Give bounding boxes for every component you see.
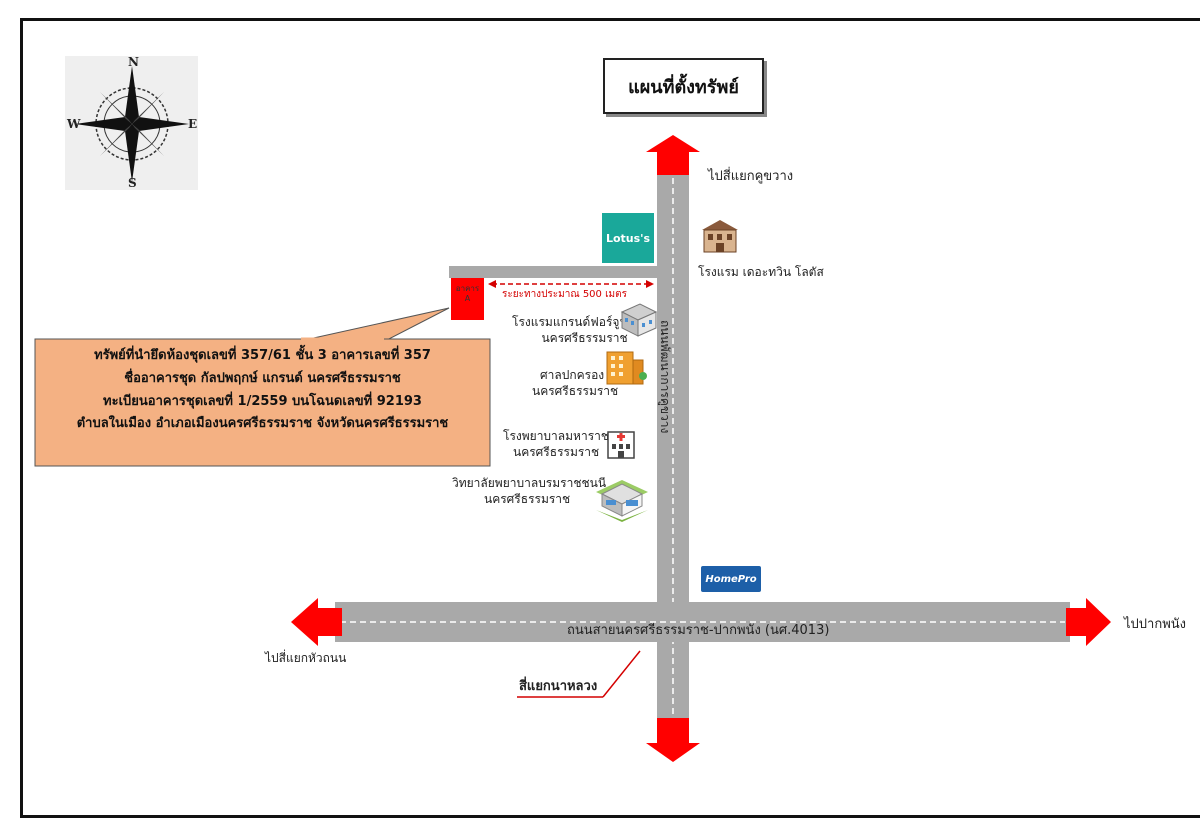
label-court: ศาลปกครอง นครศรีธรรมราช: [532, 367, 618, 399]
distance-label: ระยะทางประมาณ 500 เมตร: [502, 289, 627, 300]
compass-e: E: [188, 117, 198, 131]
label-intersection: สี่แยกนาหลวง: [519, 679, 598, 694]
callout-line2: ชื่ออาคารชุด กัลปพฤกษ์ แกรนด์ นครศรีธรรม…: [124, 370, 401, 386]
callout-line3: ทะเบียนอาคารชุดเลขที่ 1/2559 บนโฉนดเลขที…: [103, 393, 422, 409]
label-grand-fortune-2: นครศรีธรรมราช: [541, 331, 628, 346]
homepro-logo: HomePro: [701, 566, 761, 592]
distance-arrow-right: [646, 280, 654, 288]
callout-text: ทรัพย์ที่นำยึดห้องชุดเลขที่ 357/61 ชั้น …: [35, 345, 490, 436]
distance-arrow-left: [488, 280, 496, 288]
road-horizontal-name: ถนนสายนครศรีธรรมราช-ปากพนัง (นศ.4013): [567, 623, 830, 638]
hospital-icon: [606, 428, 636, 464]
label-west: ไปสี่แยกหัวถนน: [265, 651, 347, 665]
label-hospital: โรงพยาบาลมหาราช นครศรีธรรมราช: [503, 428, 609, 460]
east-arrow: [1066, 598, 1111, 646]
vertical-road: [657, 170, 689, 740]
property-marker: อาคาร A: [451, 278, 484, 320]
compass-icon: [75, 66, 189, 182]
compass-w: W: [67, 117, 81, 131]
north-arrow: [646, 135, 700, 175]
label-hotel-twin: โรงแรม เดอะทวิน โลตัส: [698, 265, 824, 279]
side-road: [449, 266, 659, 278]
label-grand-fortune: โรงแรมแกรนด์ฟอร์จูน นครศรีธรรมราช: [512, 314, 628, 346]
callout-pointer: [299, 307, 450, 342]
hotel-building-icon: [700, 218, 740, 258]
callout-box: [34, 338, 491, 467]
court-building-icon: [603, 344, 647, 390]
west-arrow: [291, 598, 342, 646]
compass-s: S: [128, 176, 137, 190]
map-canvas: [34, 135, 1111, 762]
intersection-leader: [602, 650, 641, 698]
label-court-1: ศาลปกครอง: [540, 368, 605, 382]
south-arrow: [646, 718, 700, 762]
label-north: ไปสี่แยกคูขวาง: [708, 169, 794, 184]
compass-n: N: [128, 55, 139, 69]
label-college-1: วิทยาลัยพยาบาลบรมราชชนนี: [452, 476, 607, 490]
label-court-2: นครศรีธรรมราช: [532, 384, 619, 399]
property-marker-line2: A: [464, 294, 471, 304]
label-hospital-1: โรงพยาบาลมหาราช: [503, 429, 610, 443]
compass-rose: N S W E: [65, 55, 198, 190]
label-east: ไปปากพนัง: [1124, 617, 1187, 632]
label-hospital-2: นครศรีธรรมราช: [513, 445, 600, 460]
callout-line4: ตำบลในเมือง อำเภอเมืองนครศรีธรรมราช จังห…: [76, 416, 449, 432]
college-building-icon: [592, 470, 652, 526]
callout-line1: ทรัพย์ที่นำยึดห้องชุดเลขที่ 357/61 ชั้น …: [94, 348, 431, 363]
label-college: วิทยาลัยพยาบาลบรมราชชนนี นครศรีธรรมราช: [452, 475, 606, 507]
label-grand-fortune-1: โรงแรมแกรนด์ฟอร์จูน: [512, 315, 628, 329]
property-marker-line1: อาคาร: [455, 284, 480, 293]
hotel-icon: [618, 298, 658, 342]
lotus-logo: Lotus's: [602, 213, 654, 263]
map-title: แผนที่ตั้งทรัพย์: [603, 58, 764, 114]
label-college-2: นครศรีธรรมราช: [484, 492, 571, 507]
